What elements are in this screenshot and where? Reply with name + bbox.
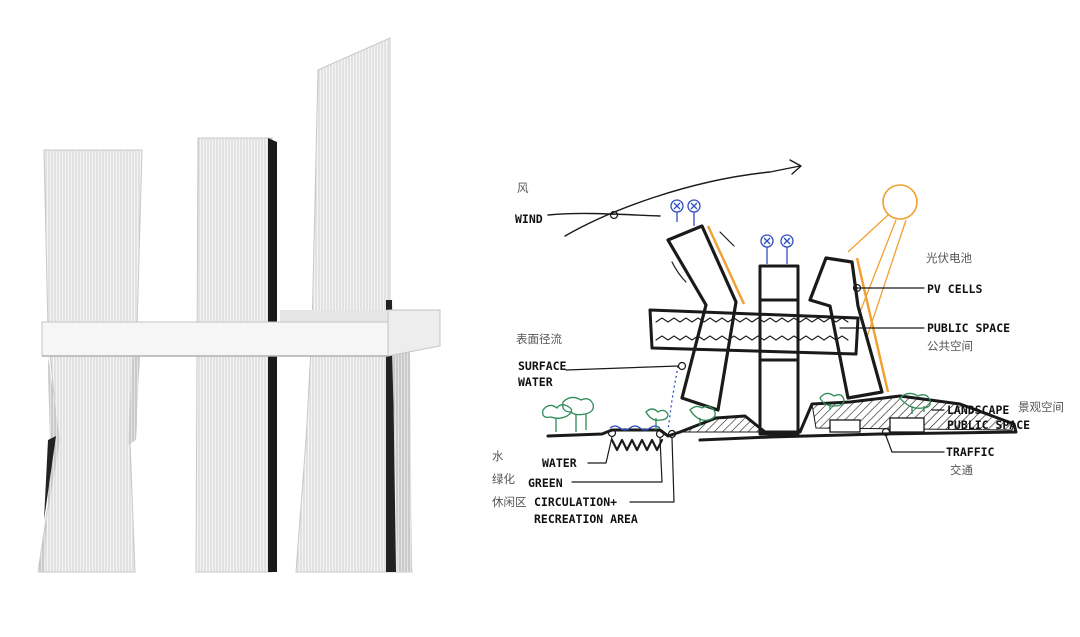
water-wave-icon xyxy=(609,425,661,431)
label-pv-en: PV CELLS xyxy=(927,282,982,296)
bridge-slab xyxy=(41,309,441,357)
label-water-en: WATER xyxy=(542,456,577,470)
label-green-cn: 绿化 xyxy=(492,472,515,486)
label-circulation-en-1: CIRCULATION+ xyxy=(534,495,617,509)
label-landscape-cn: 景观空间 xyxy=(1018,400,1064,414)
label-surface-en-2: WATER xyxy=(518,375,553,389)
label-circulation-en-2: RECREATION AREA xyxy=(534,512,638,526)
label-public-en: PUBLIC SPACE xyxy=(927,321,1010,335)
wind-flow xyxy=(547,159,802,283)
leader-lines xyxy=(565,283,945,503)
tower-right xyxy=(295,37,413,573)
ground-terrain xyxy=(546,365,1018,452)
wind-turbine-icon xyxy=(670,199,794,264)
label-traffic-en: TRAFFIC xyxy=(946,445,995,459)
sketch-diagram: 风 WIND 光伏电池 PV CELLS 表面径流 SURFACE WATER … xyxy=(492,159,1064,526)
tower-model xyxy=(37,37,441,573)
tower-left xyxy=(37,149,143,573)
label-pv-cn: 光伏电池 xyxy=(926,251,972,265)
label-wind-en: WIND xyxy=(515,212,543,226)
label-traffic-cn: 交通 xyxy=(950,463,973,477)
label-surface-en-1: SURFACE xyxy=(518,359,567,373)
label-green-en: GREEN xyxy=(528,476,563,490)
tree-icon xyxy=(542,392,931,432)
label-landscape-en-2: PUBLIC SPACE xyxy=(947,418,1030,432)
building-section xyxy=(648,224,890,436)
label-landscape-en-1: LANDSCAPE xyxy=(947,403,1009,417)
label-surface-cn: 表面径流 xyxy=(516,332,562,346)
label-public-cn: 公共空间 xyxy=(927,339,973,353)
label-leisure-cn: 休闲区 xyxy=(492,495,527,509)
label-wind-cn: 风 xyxy=(517,181,529,195)
label-water-cn: 水 xyxy=(492,449,504,463)
